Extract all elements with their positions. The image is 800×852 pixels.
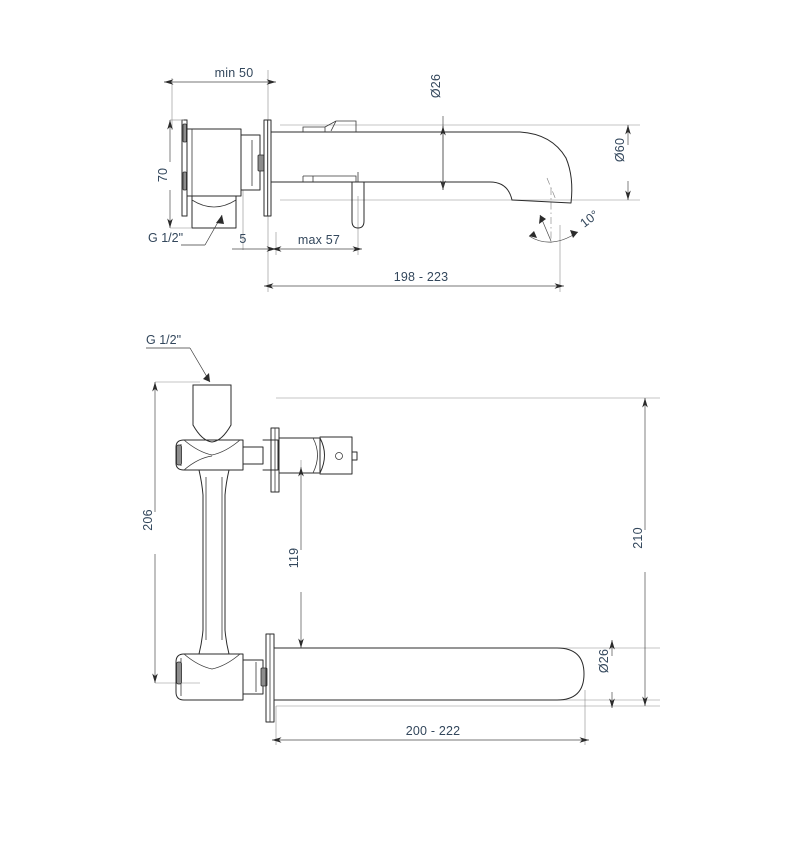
dimension-210: 210: [631, 398, 648, 706]
lever-handle-outline: [351, 172, 365, 229]
lower-outlet-body: [175, 633, 275, 723]
dim-label-5: 5: [239, 232, 246, 246]
dim-label-dia26-top: Ø26: [429, 74, 443, 98]
dim-label-70: 70: [156, 168, 170, 182]
callout-g-half-inch-bottom: G 1/2": [146, 333, 211, 383]
dim-label-dia60: Ø60: [613, 138, 627, 162]
dimension-spread: 200 - 222: [272, 723, 589, 743]
top-view-group: min 50 70 G 1/2" 5 max 57: [148, 65, 640, 292]
callout-label-thread-top: G 1/2": [148, 231, 183, 245]
dimension-70: 70: [156, 119, 192, 229]
dim-label-dia26-bottom: Ø26: [597, 649, 611, 673]
dim-label-210: 210: [631, 527, 645, 548]
spout-plan-outline: [273, 647, 585, 701]
valve-body-outline: [181, 119, 272, 229]
dimension-dia60: Ø60: [613, 125, 631, 200]
dimension-119: 119: [287, 460, 304, 648]
dimension-206: 206: [141, 382, 158, 683]
dim-label-119: 119: [287, 548, 301, 569]
dim-label-max57: max 57: [298, 233, 340, 247]
callout-label-thread-bottom: G 1/2": [146, 333, 181, 347]
dim-label-min50: min 50: [215, 66, 254, 80]
dim-label-206: 206: [141, 509, 155, 530]
upper-inlet-body: [175, 384, 358, 493]
spout-outline: [270, 120, 573, 204]
dim-label-spread: 200 - 222: [406, 724, 461, 738]
dimension-reach: 198 - 223: [264, 269, 564, 289]
dimension-max-57: max 57: [272, 232, 362, 252]
callout-g-half-inch-top: G 1/2": [148, 214, 224, 246]
bottom-view-group: 206 G 1/2" 119 210 Ø26: [141, 333, 660, 745]
dim-label-reach: 198 - 223: [394, 270, 449, 284]
dimension-dia26-top: Ø26: [429, 74, 447, 190]
riser-tube: [198, 469, 230, 655]
dimension-dia26-bottom: Ø26: [597, 640, 615, 708]
dimension-min-50: min 50: [164, 65, 276, 85]
